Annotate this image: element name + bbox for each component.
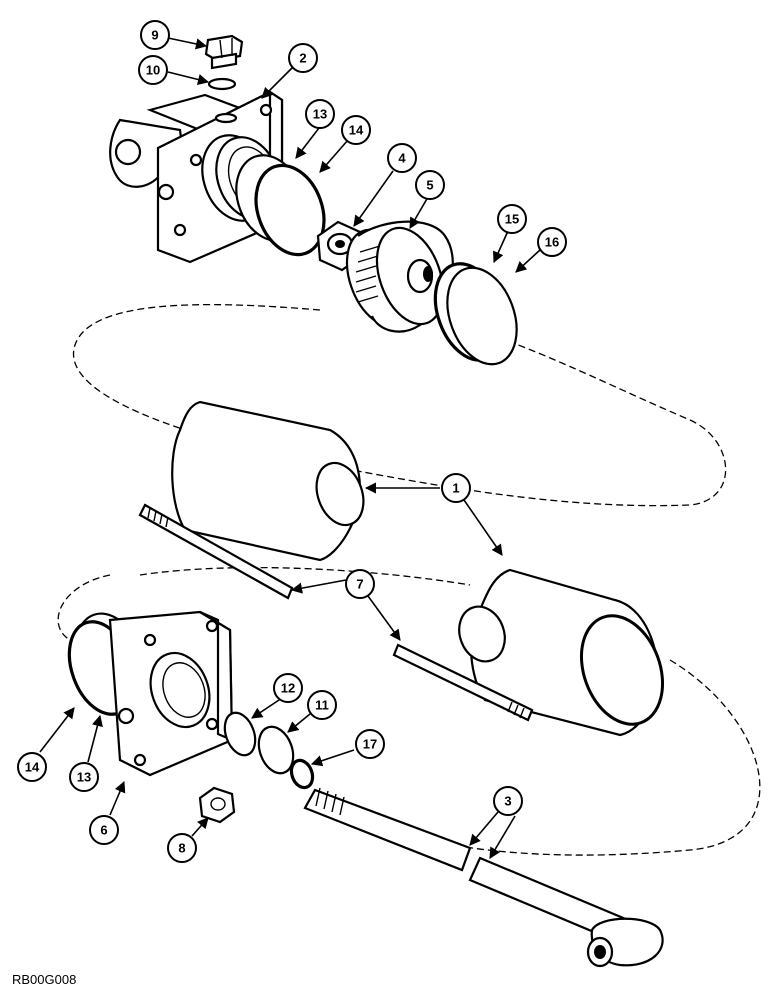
callout-13-upper: 13 (305, 99, 335, 129)
callout-13-upper-label: 13 (313, 107, 327, 122)
cylinder-tube-upper (171, 400, 365, 562)
wiper-12 (223, 711, 257, 757)
callout-14-upper-label: 14 (349, 123, 364, 138)
tie-rod-upper (138, 503, 294, 600)
callout-4: 4 (387, 143, 417, 173)
callout-11-label: 11 (315, 698, 329, 713)
callout-14-lower-label: 14 (25, 760, 40, 775)
piston (345, 220, 454, 333)
tie-rod-lower (392, 643, 534, 722)
piston-rod (303, 787, 664, 968)
callout-13-lower: 13 (69, 762, 99, 792)
seal-14-upper (254, 163, 326, 257)
callout-6: 6 (89, 815, 119, 845)
callout-8: 8 (167, 833, 197, 863)
callout-17-label: 17 (363, 737, 377, 752)
callout-5: 5 (415, 170, 445, 200)
callout-16-label: 16 (545, 235, 559, 250)
assembly-outline-upper (72, 304, 727, 507)
callout-7: 7 (345, 569, 375, 599)
callout-8-label: 8 (178, 841, 185, 856)
leader-lines (39, 37, 541, 859)
callout-1-label: 1 (452, 481, 459, 496)
callout-14-lower: 14 (17, 752, 47, 782)
callout-15-label: 15 (505, 212, 519, 227)
o-ring-17 (289, 758, 315, 790)
callout-13-lower-label: 13 (77, 770, 91, 785)
callout-10: 10 (138, 55, 168, 85)
callout-3: 3 (493, 786, 523, 816)
figure-code: RB00G008 (12, 972, 77, 987)
callout-4-label: 4 (398, 151, 406, 166)
callout-12: 12 (273, 673, 303, 703)
cylinder-tube-lower (458, 568, 665, 737)
callout-5-label: 5 (426, 178, 433, 193)
callout-1: 1 (441, 473, 471, 503)
seal-16 (446, 266, 518, 366)
callout-9: 9 (140, 20, 170, 50)
nut-8 (198, 786, 236, 824)
callout-9-label: 9 (151, 28, 158, 43)
callout-2-label: 2 (299, 51, 306, 66)
callout-6-label: 6 (100, 823, 107, 838)
callout-10-label: 10 (146, 63, 160, 78)
callout-12-label: 12 (281, 681, 295, 696)
callout-17: 17 (355, 729, 385, 759)
plug (204, 34, 244, 70)
front-head (67, 610, 234, 777)
callout-14-upper: 14 (341, 115, 371, 145)
callout-7-label: 7 (356, 577, 363, 592)
callout-15: 15 (497, 204, 527, 234)
o-ring-10 (207, 77, 237, 91)
callout-3-label: 3 (504, 794, 511, 809)
bushing-11 (257, 725, 295, 775)
callout-16: 16 (537, 227, 567, 257)
callout-11: 11 (307, 690, 337, 720)
callout-2: 2 (288, 43, 318, 73)
